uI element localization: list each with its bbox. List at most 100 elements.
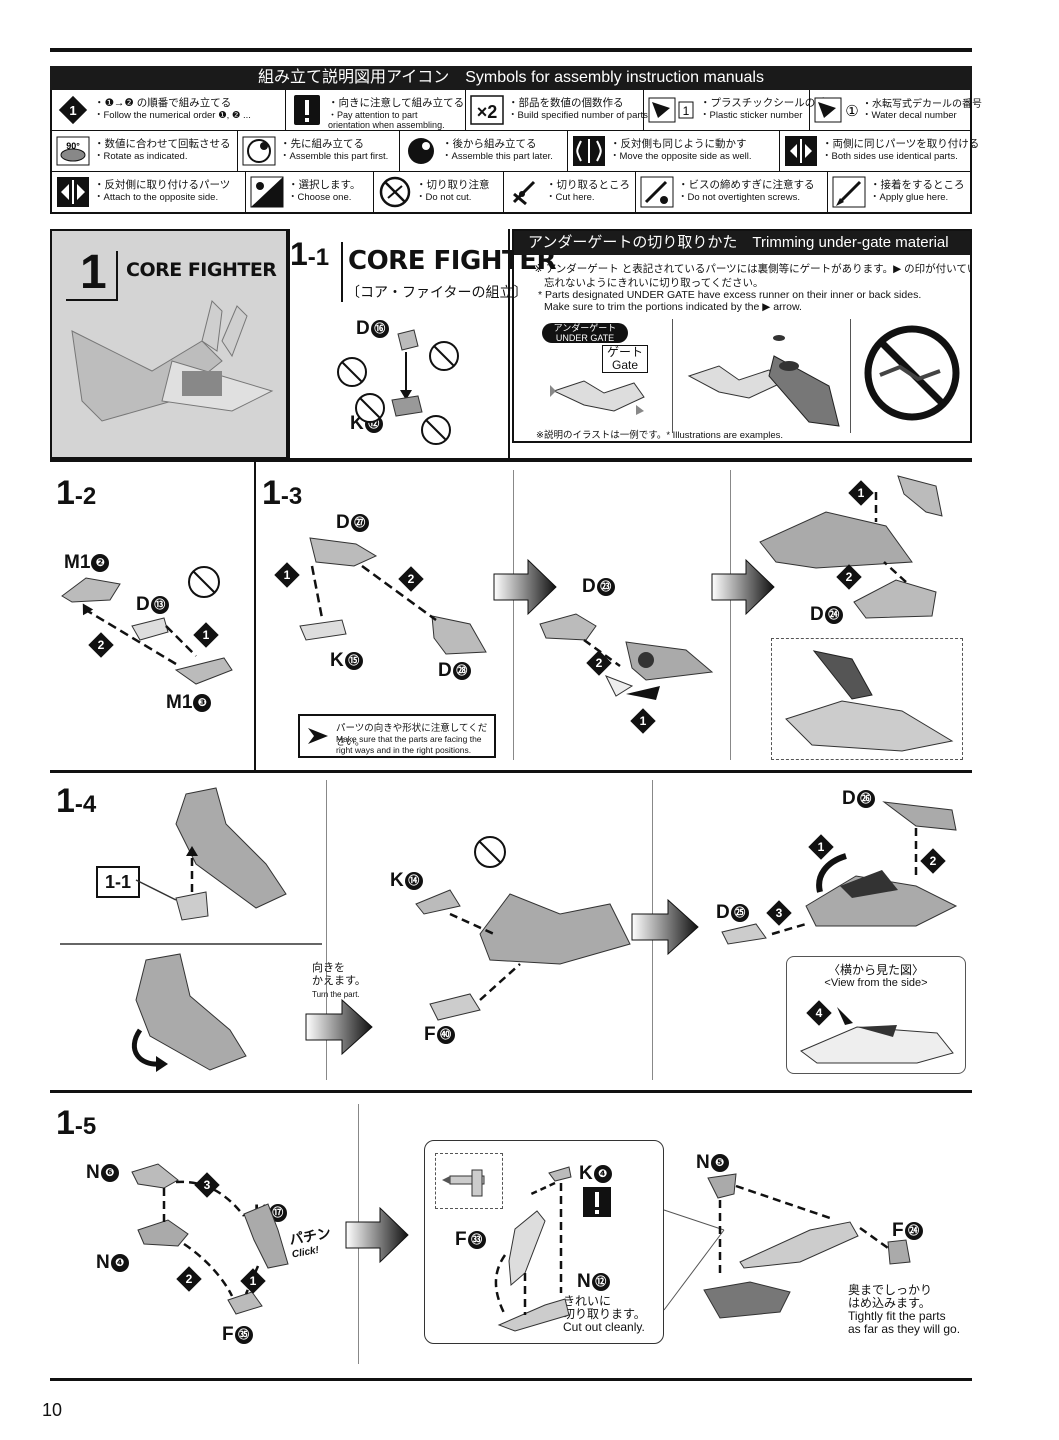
screwdriver-icon [640,176,674,208]
gate-detail-illustration [442,1169,485,1197]
symbol-rotate: 90° ・数値に合わせて回転させる ・Rotate as indicated. [52,131,238,171]
svg-text:1: 1 [69,103,76,118]
symbol-do-not-cut: ・切り取り注意 ・Do not cut. [374,172,504,212]
flow-arrow-5 [345,1206,409,1264]
symbol-choose: ・選択します。 ・Choose one. [246,172,374,212]
symbol-screws: ・ビスの締めすぎに注意する ・Do not overtighten screws… [636,172,828,212]
rotate-icon: 90° [56,135,90,167]
exclamation-icon [290,94,324,126]
svg-text:×2: ×2 [477,102,498,122]
section-rule-1 [50,458,972,462]
no-cut-icon [355,393,385,423]
step-1-number: 1 [80,246,107,299]
bottom-rule [50,1378,972,1381]
detail-inset-box [771,638,963,760]
step-1-4-turn-diagram [60,943,322,1072]
turn-part-note: 向きをかえます。Turn the part. [312,962,366,999]
svg-text:①: ① [845,103,858,120]
no-cut-icon [188,566,220,598]
no-cut-icon [421,415,451,445]
step-1-5a-diagram [131,1163,289,1315]
under-gate-title: アンダーゲートの切り取りかた Trimming under-gate mater… [514,231,970,255]
step-1-1-subtitle: 〔コア・ファイターの組立〕 [346,284,528,300]
step-1-box: 1 CORE FIGHTER [50,229,288,459]
symbol-decal: ① ・水転写式デカールの番号 ・Water decal number [810,90,982,130]
under-gate-cut-illustration [687,335,840,427]
step-1-1-diagram [337,329,459,445]
numbered-diamond-icon: 1 [56,94,90,126]
flow-arrow-4 [631,898,699,956]
symbols-title: 組み立て説明図用アイコン Symbols for assembly instru… [50,66,972,90]
step-1-4b-diagram [415,836,631,1021]
no-cut-icon [378,176,412,208]
symbol-both-sides: ・両側に同じパーツを取り付ける ・Both sides use identica… [780,131,979,171]
symbol-order: 1 ・❶→❷ の順番で組み立てる ・Follow the numerical o… [52,90,286,130]
step-1-1-header: 1-1 [290,236,330,272]
step-1-5-header: 1-5 [56,1104,97,1142]
step-1-3a-diagram [299,537,487,655]
cut-cleanly-note: きれいに切り取ります。Cut out cleanly. [563,1294,646,1334]
flow-arrow-3 [305,998,373,1056]
step-1-title: CORE FIGHTER [126,259,277,281]
svg-text:90°: 90° [66,141,80,151]
times-two-icon: ×2 [470,94,504,126]
side-view-illustration [800,1007,954,1064]
step-1-2-header: 1-2 [56,474,97,512]
symbols-row-3: ・反対側に取り付けるパーツ ・Attach to the opposite si… [52,172,970,212]
orientation-arrow-icon [308,728,328,744]
symbol-opposite-attach: ・反対側に取り付けるパーツ ・Attach to the opposite si… [52,172,246,212]
choose-one-icon [250,176,284,208]
step-1-3-header: 1-3 [262,474,303,512]
sticker-icon: 1 [648,94,696,126]
glue-brush-icon [832,176,866,208]
step-1-3b-diagram [539,613,714,700]
zoom-connector-lines [663,1209,725,1311]
symbol-cut-here: ・切り取るところ ・Cut here. [504,172,636,212]
no-cut-icon [337,357,367,387]
exclamation-icon [583,1187,611,1217]
symbol-later: ・後から組み立てる ・Assemble this part later. [400,131,568,171]
symbol-quantity: ×2 ・部品を数値の個数作る ・Build specified number o… [466,90,651,130]
prohibited-cut-icon [864,325,960,421]
decal-icon: ① [814,94,862,126]
opposite-attach-icon [56,176,90,208]
svg-text:1: 1 [683,104,690,118]
no-cut-icon [474,836,506,868]
symbols-row-2: 90° ・数値に合わせて回転させる ・Rotate as indicated. … [52,131,979,171]
orientation-note-box: パーツの向きや形状に注意してください。 Make sure that the p… [298,714,496,758]
both-sides-icon [784,135,818,167]
nipper-icon [508,176,542,208]
step-1-4a-diagram [135,787,287,921]
assemble-first-icon [242,135,276,167]
detail-inset-illustration [785,650,954,752]
side-view-box: 〈横から見た図〉 <View from the side> [786,956,966,1074]
step-1-2-diagram [61,566,233,685]
top-rule [50,48,972,52]
illustration-note: ※説明のイラストは一例です。* Illustrations are exampl… [536,430,784,441]
symbols-row-1: 1 ・❶→❷ の順番で組み立てる ・Follow the numerical o… [52,90,982,130]
step-1-3c-diagram [759,475,943,619]
symbol-glue: ・接着をするところ ・Apply glue here. [828,172,970,212]
step-1-5-detail-diagram [494,1166,572,1332]
under-gate-part-illustration [550,380,645,415]
step-1-4-header: 1-4 [56,782,97,820]
step-1-5b-diagram [703,1173,911,1319]
